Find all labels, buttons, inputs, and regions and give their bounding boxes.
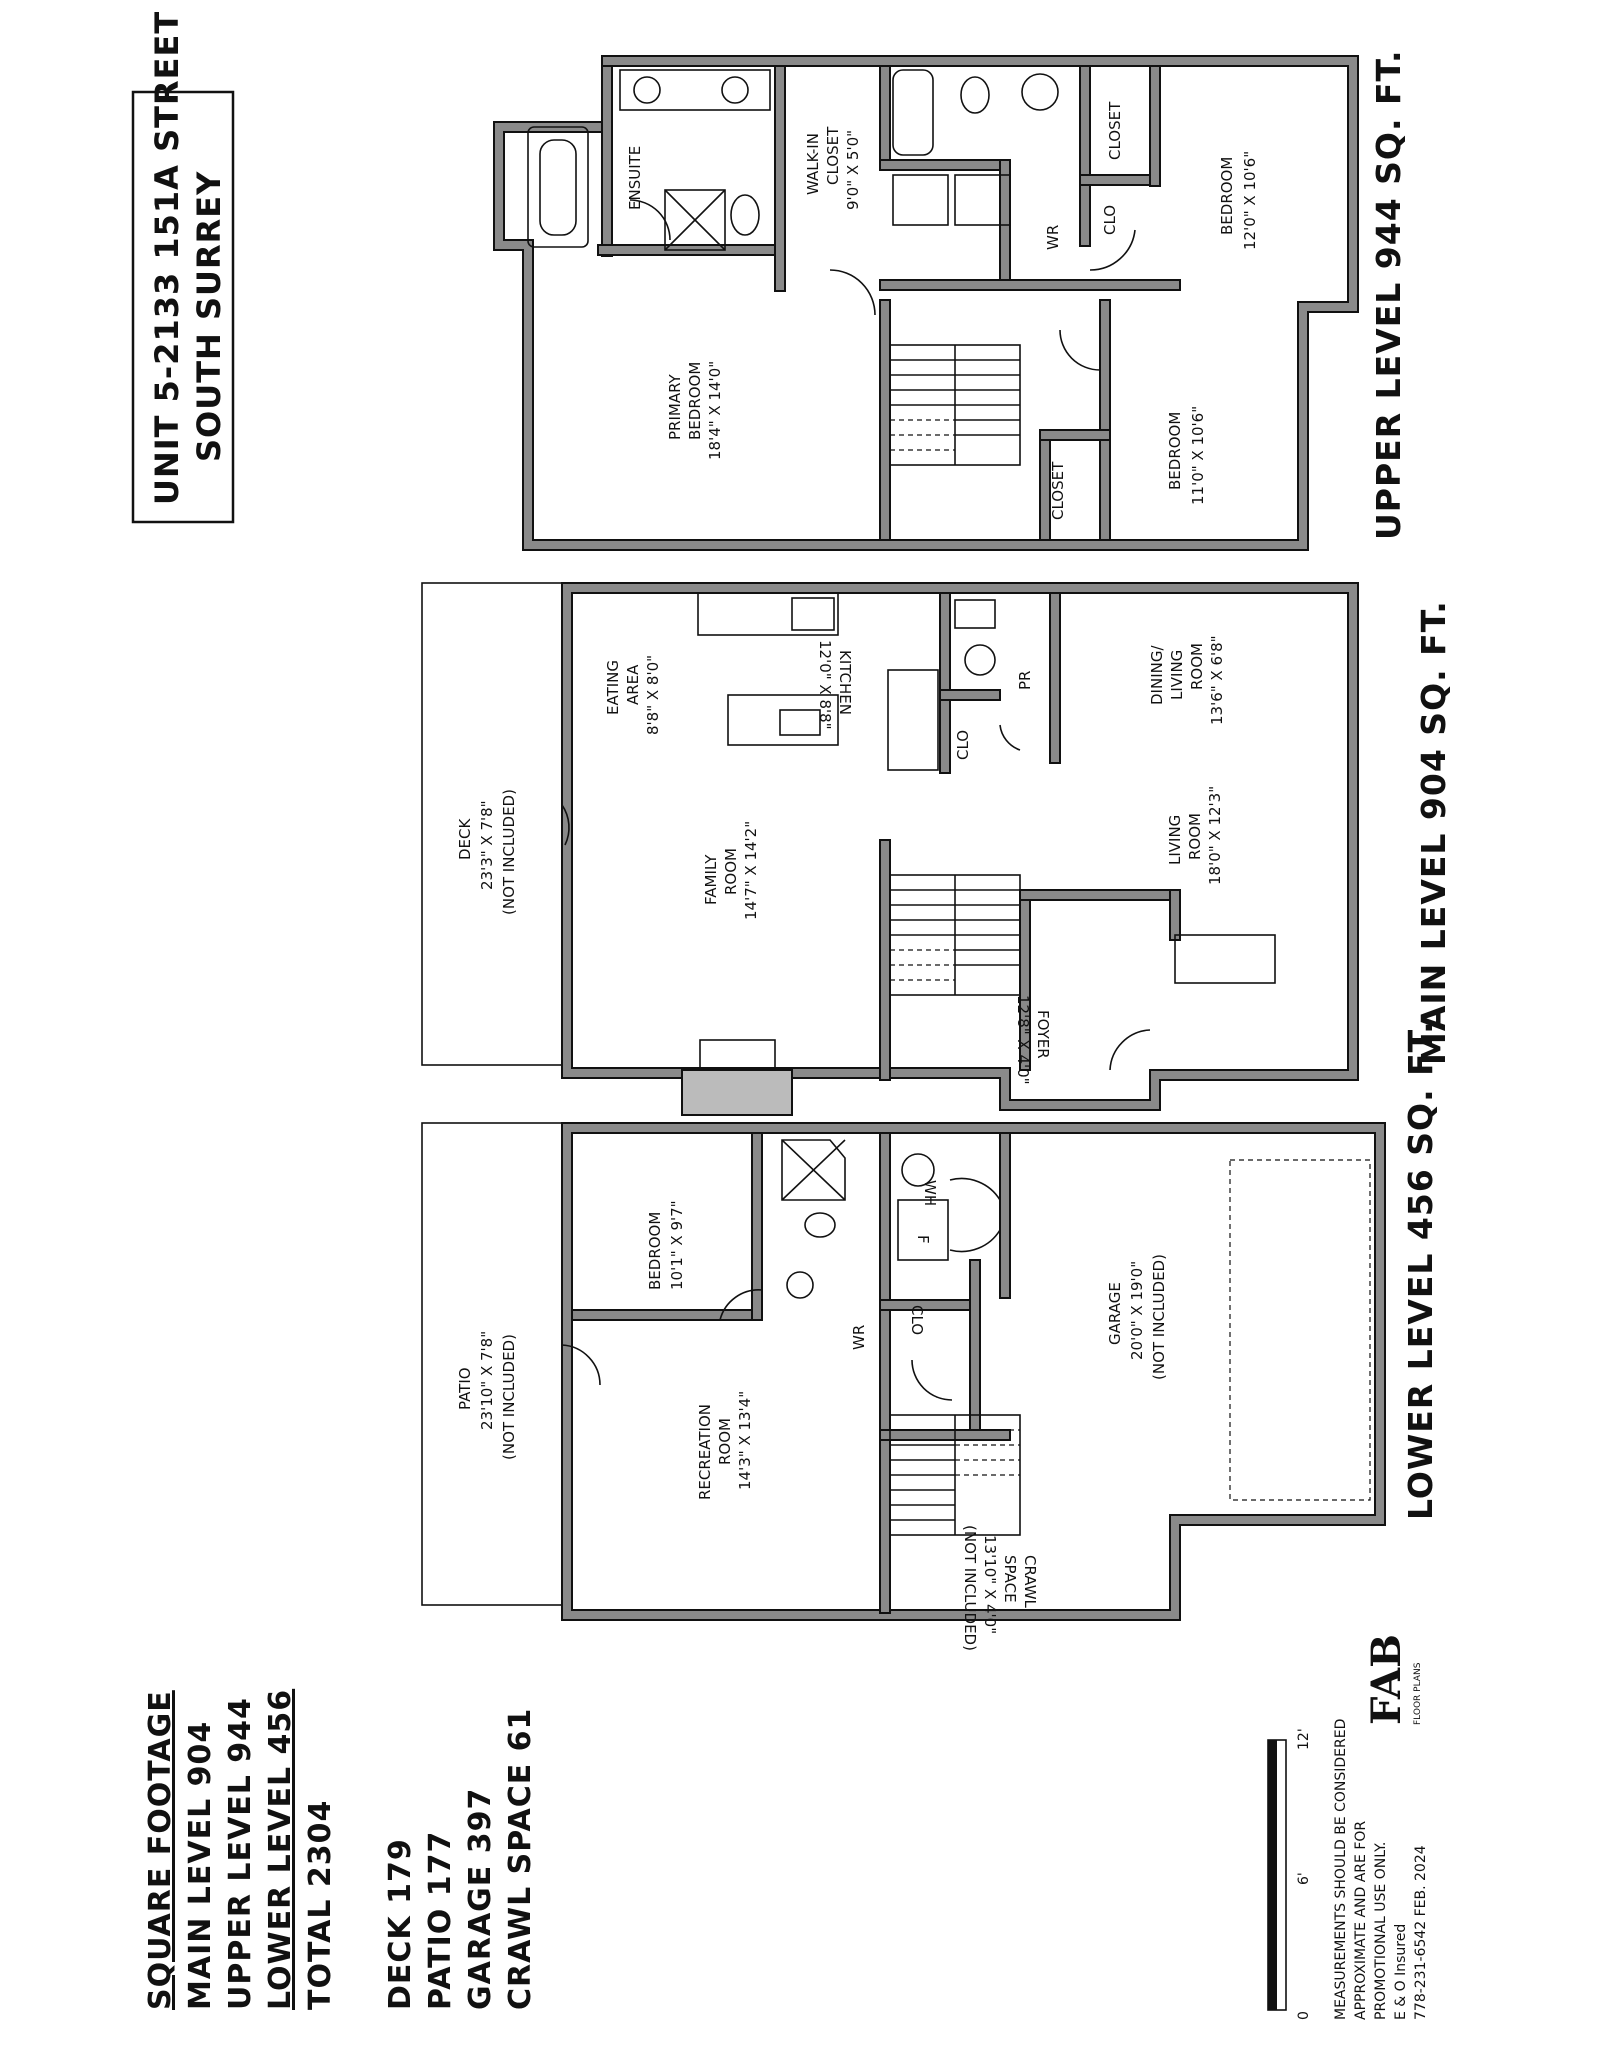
disclaimer-line-5: 778-231-6542 FEB. 2024: [1413, 1845, 1429, 2020]
primary-dim: 18'4" X 14'0": [706, 361, 724, 460]
foyer-dim: 12'8" X 4'0": [1014, 995, 1032, 1085]
main-level-heading: MAIN LEVEL 904 SQ. FT.: [1414, 600, 1453, 1065]
clo-upper-label: CLO: [1101, 205, 1119, 235]
summary-upper: UPPER LEVEL 944: [223, 1697, 258, 2010]
scale-bar: 0 6' 12': [1267, 1728, 1312, 2020]
summary-patio: PATIO 177: [423, 1831, 458, 2010]
lower-stairs: [889, 1414, 1021, 1536]
fab-logo: FAB FLOOR PLANS: [1363, 1634, 1423, 1725]
bedroom-1-label: BEDROOM: [1218, 157, 1236, 235]
rec-label-b: ROOM: [716, 1418, 734, 1465]
living-label-a: LIVING: [1166, 815, 1184, 865]
closet-1-label: CLOSET: [1106, 101, 1124, 160]
clo-main-label: CLO: [954, 730, 972, 760]
clo-lower-label: CLO: [908, 1305, 926, 1335]
crawl-label-a: CRAWL: [1021, 1555, 1039, 1609]
scale-6: 6': [1296, 1872, 1312, 1885]
rec-label-a: RECREATION: [696, 1404, 714, 1500]
closet-2-label: CLOSET: [1049, 461, 1067, 520]
summary-main: MAIN LEVEL 904: [183, 1721, 218, 2010]
living-dim: 18'0" X 12'3": [1206, 786, 1224, 885]
eating-label-a: EATING: [604, 660, 622, 715]
title-box: UNIT 5-2133 151A STREET SOUTH SURREY: [131, 11, 235, 524]
summary-heading: SQUARE FOOTAGE: [143, 1690, 178, 2010]
patio-dim: 23'10" X 7'8": [478, 1331, 496, 1430]
bedroom-2-label: BEDROOM: [1166, 412, 1184, 490]
logo-mark: FAB: [1363, 1634, 1410, 1725]
eating-label-b: AREA: [624, 664, 642, 705]
disclaimer-line-2: APPROXIMATE AND ARE FOR: [1353, 1821, 1369, 2020]
crawl-dim: 13'10" X 4'0": [981, 1535, 999, 1634]
crawl-note: (NOT INCLUDED): [961, 1525, 979, 1651]
garage-dim: 20'0" X 19'0": [1128, 1261, 1146, 1360]
f-label: F: [914, 1235, 932, 1244]
wh-label: WH: [921, 1180, 939, 1206]
family-label-b: ROOM: [722, 848, 740, 895]
upper-level-plan: ENSUITE WALK-IN CLOSET 9'0" X 5'0" CLOSE…: [493, 49, 1408, 551]
summary-total: TOTAL 2304: [303, 1800, 338, 2010]
deck-note: (NOT INCLUDED): [500, 789, 518, 915]
summary-deck: DECK 179: [383, 1838, 418, 2010]
title-line-2: SOUTH SURREY: [190, 171, 228, 462]
logo-sub: FLOOR PLANS: [1413, 1662, 1423, 1725]
garage-label: GARAGE: [1106, 1282, 1124, 1345]
wr-upper-label: WR: [1044, 225, 1062, 250]
lower-level-plan: PATIO 23'10" X 7'8" (NOT INCLUDED) BEDRO…: [421, 1020, 1440, 1651]
pr-label: PR: [1016, 671, 1034, 690]
primary-label-b: BEDROOM: [686, 362, 704, 440]
crawl-label-b: SPACE: [1001, 1555, 1019, 1603]
bedroom-2-dim: 11'0" X 10'6": [1189, 406, 1207, 505]
deck-label: DECK: [456, 817, 474, 860]
disclaimer-line-4: E & O Insured: [1393, 1924, 1409, 2020]
dining-label-b: LIVING: [1168, 650, 1186, 700]
scale-12: 12': [1296, 1728, 1312, 1750]
rec-dim: 14'3" X 13'4": [736, 1391, 754, 1490]
upper-level-heading: UPPER LEVEL 944 SQ. FT.: [1369, 49, 1408, 540]
walk-in-dim: 9'0" X 5'0": [844, 130, 862, 210]
summary-lower: LOWER LEVEL 456: [263, 1689, 298, 2010]
garage-note: (NOT INCLUDED): [1150, 1254, 1168, 1380]
upper-stairs: [889, 344, 1021, 466]
eating-dim: 8'8" X 8'0": [644, 655, 662, 735]
dining-label-c: ROOM: [1188, 643, 1206, 690]
kitchen-label: KITCHEN: [836, 650, 854, 715]
primary-label-a: PRIMARY: [666, 373, 684, 440]
walk-in-label-a: WALK-IN: [804, 133, 822, 195]
wr-lower-label: WR: [850, 1325, 868, 1350]
summary-crawl: CRAWL SPACE 61: [503, 1708, 538, 2010]
disclaimer-line-3: PROMOTIONAL USE ONLY.: [1373, 1842, 1389, 2020]
dining-label-a: DINING/: [1148, 645, 1166, 705]
patio-note: (NOT INCLUDED): [500, 1334, 518, 1460]
square-footage-summary: SQUARE FOOTAGE MAIN LEVEL 904 UPPER LEVE…: [143, 1689, 538, 2010]
title-line-1: UNIT 5-2133 151A STREET: [148, 11, 186, 505]
dining-dim: 13'6" X 6'8": [1208, 635, 1226, 725]
ensuite-label: ENSUITE: [626, 146, 644, 210]
disclaimer-line-1: MEASUREMENTS SHOULD BE CONSIDERED: [1333, 1719, 1349, 2020]
bedroom-lower-label: BEDROOM: [646, 1212, 664, 1290]
bedroom-1-dim: 12'0" X 10'6": [1241, 151, 1259, 250]
disclaimer: MEASUREMENTS SHOULD BE CONSIDERED APPROX…: [1333, 1719, 1429, 2020]
main-level-plan: DECK 23'3" X 7'8" (NOT INCLUDED) EATING …: [421, 582, 1453, 1116]
kitchen-dim: 12'0" X 8'8": [816, 640, 834, 730]
foyer-label: FOYER: [1034, 1010, 1052, 1059]
summary-garage: GARAGE 397: [463, 1788, 498, 2010]
family-dim: 14'7" X 14'2": [742, 821, 760, 920]
bedroom-lower-dim: 10'1" X 9'7": [668, 1200, 686, 1290]
scale-0: 0: [1296, 2011, 1312, 2020]
living-label-b: ROOM: [1186, 813, 1204, 860]
family-label-a: FAMILY: [702, 854, 720, 905]
walk-in-label-b: CLOSET: [824, 126, 842, 185]
patio-label: PATIO: [456, 1367, 474, 1410]
lower-level-heading: LOWER LEVEL 456 SQ. FT.: [1401, 1020, 1440, 1520]
deck-dim: 23'3" X 7'8": [478, 800, 496, 890]
main-stairs: [889, 874, 1021, 996]
